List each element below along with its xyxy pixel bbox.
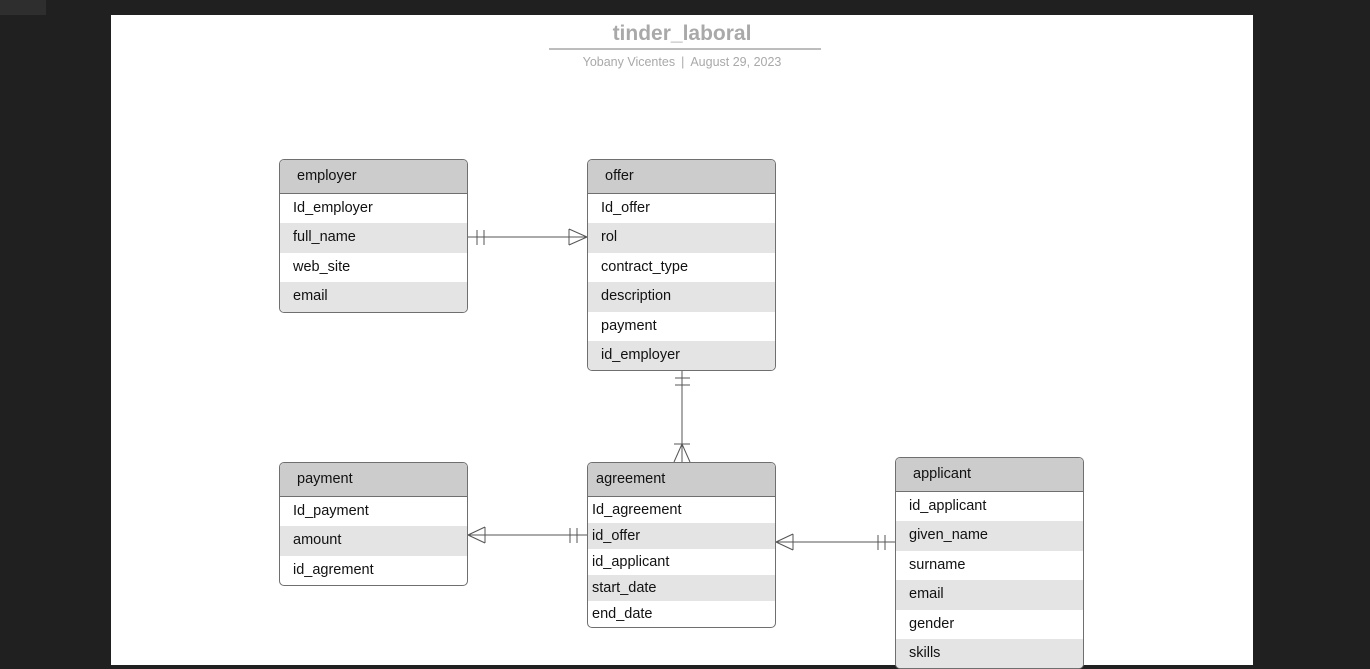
entity-field: email (280, 282, 467, 312)
entity-field: skills (896, 638, 1083, 669)
entity-field: end_date (592, 606, 653, 622)
meta-separator: | (681, 55, 685, 69)
entity-field: id_employer (588, 340, 775, 371)
relationship-lines (467, 228, 895, 551)
entity-field: surname (909, 556, 966, 573)
diagram-canvas: tinder_laboral Yobany Vicentes | August 29… (111, 15, 1253, 669)
diagram-title: tinder_laboral (612, 22, 752, 45)
rel-applicant-agreement-crowfoot (775, 533, 794, 543)
entity-header: offer (588, 160, 775, 194)
entity-field: gender (909, 615, 955, 632)
entity-field: amount (280, 526, 467, 556)
title-underline (549, 48, 821, 50)
entity-field: id_applicant (592, 554, 670, 570)
entity-field: full_name (280, 223, 467, 253)
window-corner-tab (0, 0, 46, 15)
entity-field: id_offer (588, 523, 775, 549)
rel-employer-offer (468, 228, 588, 246)
rel-agreement-payment-crowfoot (467, 534, 486, 544)
rel-agreement-payment-crowfoot (467, 526, 486, 536)
diagram-date: August 29, 2023 (690, 55, 782, 69)
entity-header: payment (280, 463, 467, 497)
entity-header: employer (280, 160, 467, 194)
entity-field: contract_type (601, 258, 689, 275)
entity-field: id_applicant (909, 498, 987, 514)
entity-field: web_site (293, 258, 351, 275)
rel-offer-agreement-crowfoot (681, 443, 691, 463)
entity-field: given_name (896, 521, 1083, 551)
entity-header: agreement (588, 463, 775, 497)
entity-field: Id_employer (293, 200, 373, 216)
entity-field: Id_agreement (592, 502, 682, 518)
rel-applicant-agreement-crowfoot (775, 541, 794, 551)
rel-agreement-payment (467, 526, 587, 544)
entity-field: description (588, 282, 775, 312)
diagram-meta: Yobany Vicentes | August 29, 2023 (111, 55, 1253, 69)
entity-field: payment (601, 317, 657, 334)
entity-field: id_agrement (293, 561, 374, 578)
entity-field: Id_payment (293, 503, 369, 519)
diagram-author: Yobany Vicentes (582, 55, 676, 69)
entity-field: rol (588, 223, 775, 253)
rel-offer-agreement-crowfoot (673, 443, 683, 463)
rel-offer-agreement (673, 370, 691, 463)
rel-employer-offer-crowfoot (568, 236, 588, 246)
entity-field: Id_offer (601, 200, 650, 216)
entity-header: applicant (896, 458, 1083, 492)
entity-field: start_date (588, 575, 775, 601)
rel-employer-offer-crowfoot (568, 228, 588, 238)
entity-field: email (896, 580, 1083, 610)
rel-applicant-agreement (775, 533, 895, 551)
